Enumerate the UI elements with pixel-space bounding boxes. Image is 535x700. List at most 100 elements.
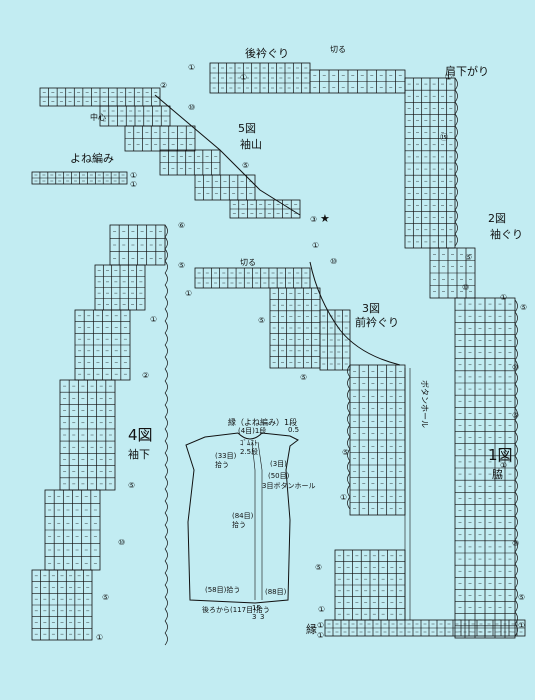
armhole-top	[404, 77, 456, 249]
num-5k: ⑤	[342, 448, 349, 457]
inset-bottom-right: (88目)	[265, 588, 287, 596]
num-1i-text: ①	[312, 241, 319, 250]
num-1k: ①	[318, 605, 325, 614]
num-10b: ⑩	[462, 283, 469, 292]
front-neck-block2	[319, 309, 351, 371]
edging-row	[324, 619, 526, 637]
inset-bottom: (58目)拾う	[205, 585, 240, 594]
back-neck-grid	[209, 62, 311, 94]
num-1d: ①	[500, 293, 507, 302]
edging-r1: ①	[317, 621, 324, 630]
armhole-scallops	[454, 77, 458, 247]
num-1j-text: ①	[340, 493, 347, 502]
inset-d3: 3	[260, 613, 264, 621]
front-neck-top	[194, 267, 311, 289]
inset-neck-top: (4目)1段	[238, 426, 266, 435]
num-1h: ①	[96, 633, 103, 642]
num-1i: ①	[312, 241, 319, 250]
num-5h: ⑤	[102, 593, 109, 602]
inset-left-neck: (33目)	[215, 452, 237, 460]
num-6a-text: ⑥	[178, 221, 185, 230]
num-5g-text: ⑤	[128, 481, 135, 490]
num-1b-text: ①	[240, 73, 247, 82]
center-label: 中心	[90, 112, 106, 122]
num-3a: ③	[310, 215, 317, 224]
labels: 5図袖山後衿ぐり肩下がり中心切る★よね編み①①4図袖下3図前衿ぐり切るボタンホー…	[70, 45, 527, 642]
inset-top-right: 0.5	[288, 426, 299, 434]
inset-buttonhole: 3目ボタンホール	[262, 481, 315, 490]
sleeve-cap-step4	[194, 174, 256, 201]
sleeve-cap-top	[39, 87, 161, 107]
inset-mid-front2: 拾う	[232, 520, 246, 529]
num-1g: ①	[150, 315, 157, 324]
num-5k-text: ⑤	[342, 448, 349, 457]
inset-front-edge	[251, 441, 256, 600]
inset-neck-center: ｺﾞﾑｽﾄ	[240, 439, 258, 447]
armhole-mid	[429, 247, 476, 299]
inset-d1: 15	[252, 604, 261, 612]
num-1e-text: ①	[500, 461, 507, 470]
num-6a: ⑥	[178, 221, 185, 230]
num-10c: ⑩	[512, 363, 519, 372]
num-5c: ⑤	[520, 303, 527, 312]
fig5-name: 袖山	[240, 137, 262, 151]
inset-right-neck2: (50目)	[268, 472, 290, 480]
num-10d: ⑩	[512, 539, 519, 548]
num-5d-text: ⑤	[512, 411, 519, 420]
num-1h-text: ①	[96, 633, 103, 642]
inset-title: 縁（よね編み）1段	[228, 417, 297, 427]
num-2b: ②	[142, 371, 149, 380]
num-10b-text: ⑩	[462, 283, 469, 292]
neckline-curve	[309, 261, 401, 366]
underarm-top	[109, 224, 166, 266]
fig1-name: 脇	[492, 468, 503, 481]
num-5i-text: ⑤	[258, 316, 265, 325]
num-10f-text: ⑩	[330, 257, 337, 266]
inset-left-neck2: 拾う	[215, 460, 229, 469]
num-1a: ①	[188, 63, 195, 72]
num-1c: ①	[445, 73, 452, 82]
outline-lines	[154, 94, 411, 620]
num-10d-text: ⑩	[512, 539, 519, 548]
num-15a: ⑮	[440, 133, 448, 142]
inset-back-pick: 後ろから(117目)拾う	[202, 605, 270, 614]
num-10a: ⑩	[188, 103, 195, 112]
underarm-bottom	[31, 569, 93, 641]
shoulder-grid	[309, 69, 406, 94]
fig5-title: 5図	[238, 122, 256, 135]
num-5j-text: ⑤	[300, 373, 307, 382]
fig3-cut: 切る	[240, 258, 256, 267]
yone-title: よね編み	[70, 151, 114, 165]
fig3-name: 前衿ぐり	[355, 315, 399, 329]
num-5b-text: ⑤	[465, 253, 472, 262]
num-5a-text: ⑤	[242, 161, 249, 170]
fig4-name: 袖下	[128, 447, 150, 461]
buttonhole-side: ボタンホール	[420, 380, 429, 428]
num-10c-text: ⑩	[512, 363, 519, 372]
num-1j: ①	[340, 493, 347, 502]
back-neck-label: 後衿ぐり	[245, 46, 289, 60]
side-scallops	[514, 299, 518, 637]
num-1l: ①	[185, 289, 192, 298]
num-1b: ①	[240, 73, 247, 82]
num-1l-text: ①	[185, 289, 192, 298]
num-5h-text: ⑤	[102, 593, 109, 602]
num-5d: ⑤	[512, 411, 519, 420]
num-3a-text: ③	[310, 215, 317, 224]
num-1d-text: ①	[500, 293, 507, 302]
front-neck-block3	[349, 364, 406, 516]
front-neck-block1	[269, 287, 321, 369]
num-10e: ⑩	[118, 538, 125, 547]
underarm-scallops	[164, 224, 168, 646]
front-neck-bottom	[334, 549, 406, 621]
fig2-title: 2図	[488, 212, 506, 225]
edging-r2: ①	[317, 631, 324, 640]
underarm-step3	[59, 379, 116, 491]
sleeve-cap-step1	[99, 105, 171, 127]
num-15a-text: ⑮	[440, 133, 448, 142]
underarm-step1	[94, 264, 146, 311]
num-5l: ⑤	[315, 563, 322, 572]
inset-garment-outline	[185, 432, 299, 604]
num-1e: ①	[500, 461, 507, 470]
